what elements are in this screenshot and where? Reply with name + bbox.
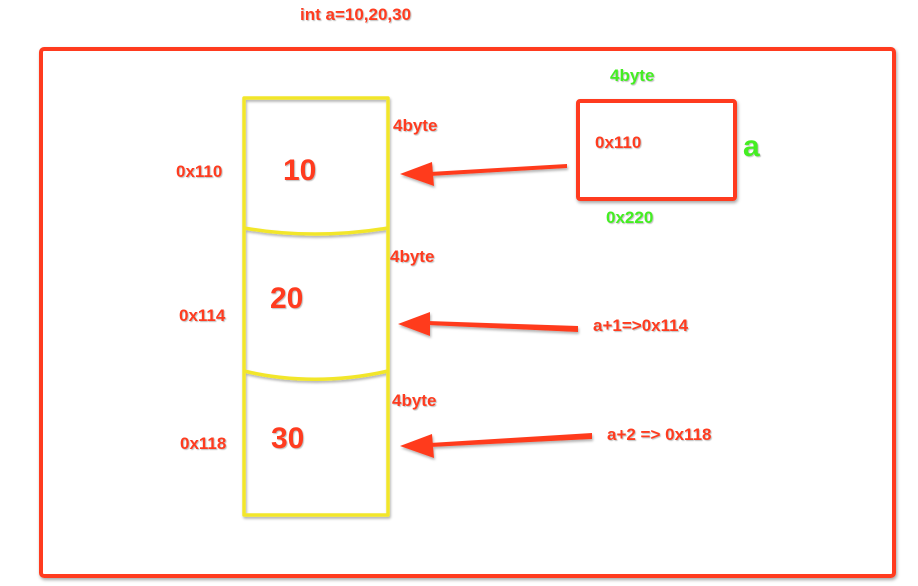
array-block [242,96,390,517]
cell-value-2: 20 [270,282,304,315]
cell-size-3: 4byte [392,391,437,410]
cell-address-3: 0x118 [180,434,227,453]
pointer-address: 0x220 [606,208,654,227]
cell-value-1: 10 [283,154,317,187]
pointer-content: 0x110 [595,133,642,152]
arrow-a-plus-2 [400,433,592,458]
arrow-label-a-plus-2: a+2 => 0x118 [607,425,712,444]
cell-address-1: 0x110 [176,162,223,181]
pointer-size: 4byte [610,66,655,85]
cell-size-1: 4byte [393,116,438,135]
arrow-label-a-plus-1: a+1=>0x114 [593,316,689,335]
cell-divider-1 [243,226,389,236]
memory-frame [39,47,896,578]
arrow-pointer-to-cell-1 [400,162,567,186]
cell-size-2: 4byte [390,247,435,266]
cell-address-2: 0x114 [179,306,226,325]
arrows [398,162,592,458]
cell-divider-2 [243,369,389,381]
pointer-name: a [743,130,760,163]
cell-value-3: 30 [271,422,305,455]
pointer-box [576,99,737,201]
array-outline [242,96,390,517]
arrow-a-plus-1 [398,312,578,336]
diagram-title: int a=10,20,30 [300,5,412,24]
